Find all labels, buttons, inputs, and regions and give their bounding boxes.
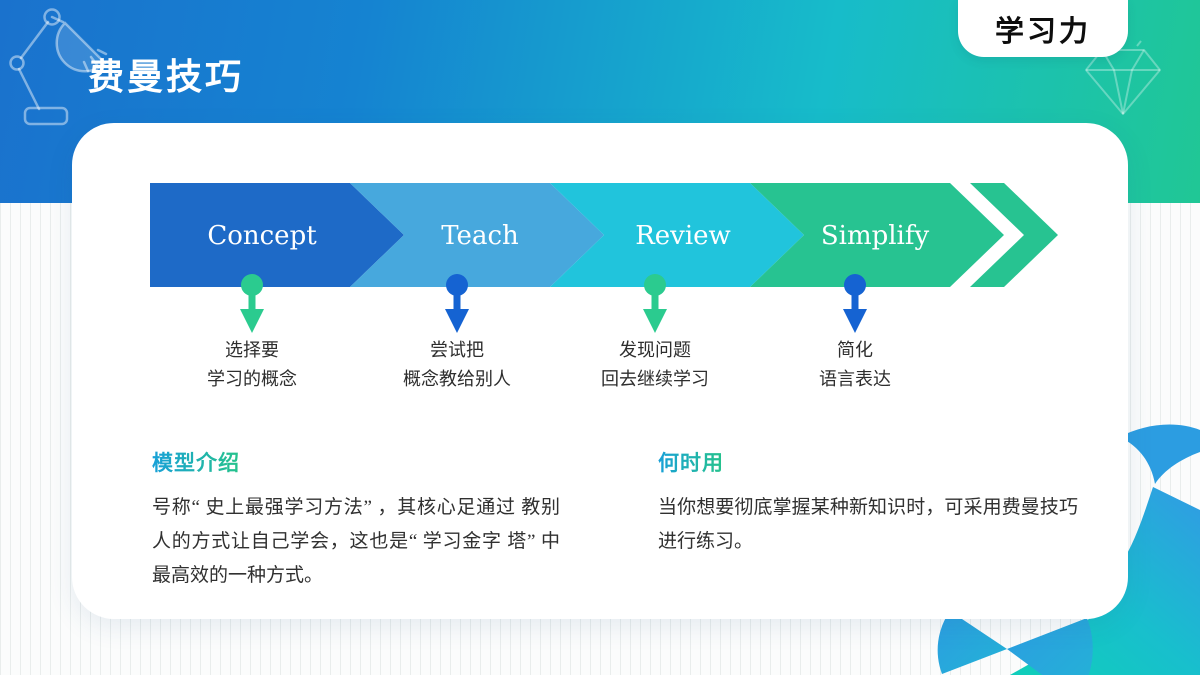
desk-lamp-icon <box>9 8 108 126</box>
swoosh-decoration <box>937 487 1200 675</box>
section-body: 当你想要彻底掌握某种新知识时，可采用费曼技巧进行练习。 <box>658 497 1078 552</box>
section-body: 号称“ 史上最强学习方法” ，其核心足通过 教别人的方式让自己学会，这也是“ 学… <box>152 497 560 586</box>
step-desc-teach: 尝试把 概念教给别人 <box>403 340 511 389</box>
chevron-right-icon <box>970 183 1058 287</box>
flow-segment-teach <box>350 183 604 287</box>
bowtie-decoration-bottom <box>937 611 1007 674</box>
flow-segment-simplify <box>750 183 1004 287</box>
section-heading: 模型介绍 <box>152 447 240 477</box>
process-flow-diagram: Concept Teach Review Simplify <box>150 183 1058 287</box>
section-model-intro: 模型介绍 号称“ 史上最强学习方法” ，其核心足通过 教别人的方式让自己学会，这… <box>152 447 560 593</box>
bowtie-decoration-right <box>1119 424 1200 484</box>
section-heading: 何时用 <box>658 447 724 477</box>
pin-arrow-down-icon <box>240 274 264 333</box>
flow-label-concept: Concept <box>207 221 317 251</box>
bowtie-decoration-bottom <box>1007 618 1093 675</box>
corner-badge: 学习力 <box>958 0 1128 57</box>
page-title: 费曼技巧 <box>88 56 245 97</box>
pin-arrow-down-icon <box>843 274 867 333</box>
pin-arrow-down-icon <box>643 274 667 333</box>
section-when-to-use: 何时用 当你想要彻底掌握某种新知识时，可采用费曼技巧进行练习。 <box>658 447 1078 559</box>
flow-label-simplify: Simplify <box>821 221 930 251</box>
flow-label-review: Review <box>635 221 731 251</box>
step-desc-review: 发现问题 回去继续学习 <box>601 340 709 389</box>
flow-segment-review <box>550 183 804 287</box>
flow-label-teach: Teach <box>441 221 519 251</box>
step-desc-simplify: 简化 语言表达 <box>819 340 891 389</box>
flow-segment-concept <box>150 183 404 287</box>
badge-label: 学习力 <box>994 15 1091 48</box>
step-desc-concept: 选择要 学习的概念 <box>207 340 297 389</box>
pin-arrow-down-icon <box>445 274 469 333</box>
